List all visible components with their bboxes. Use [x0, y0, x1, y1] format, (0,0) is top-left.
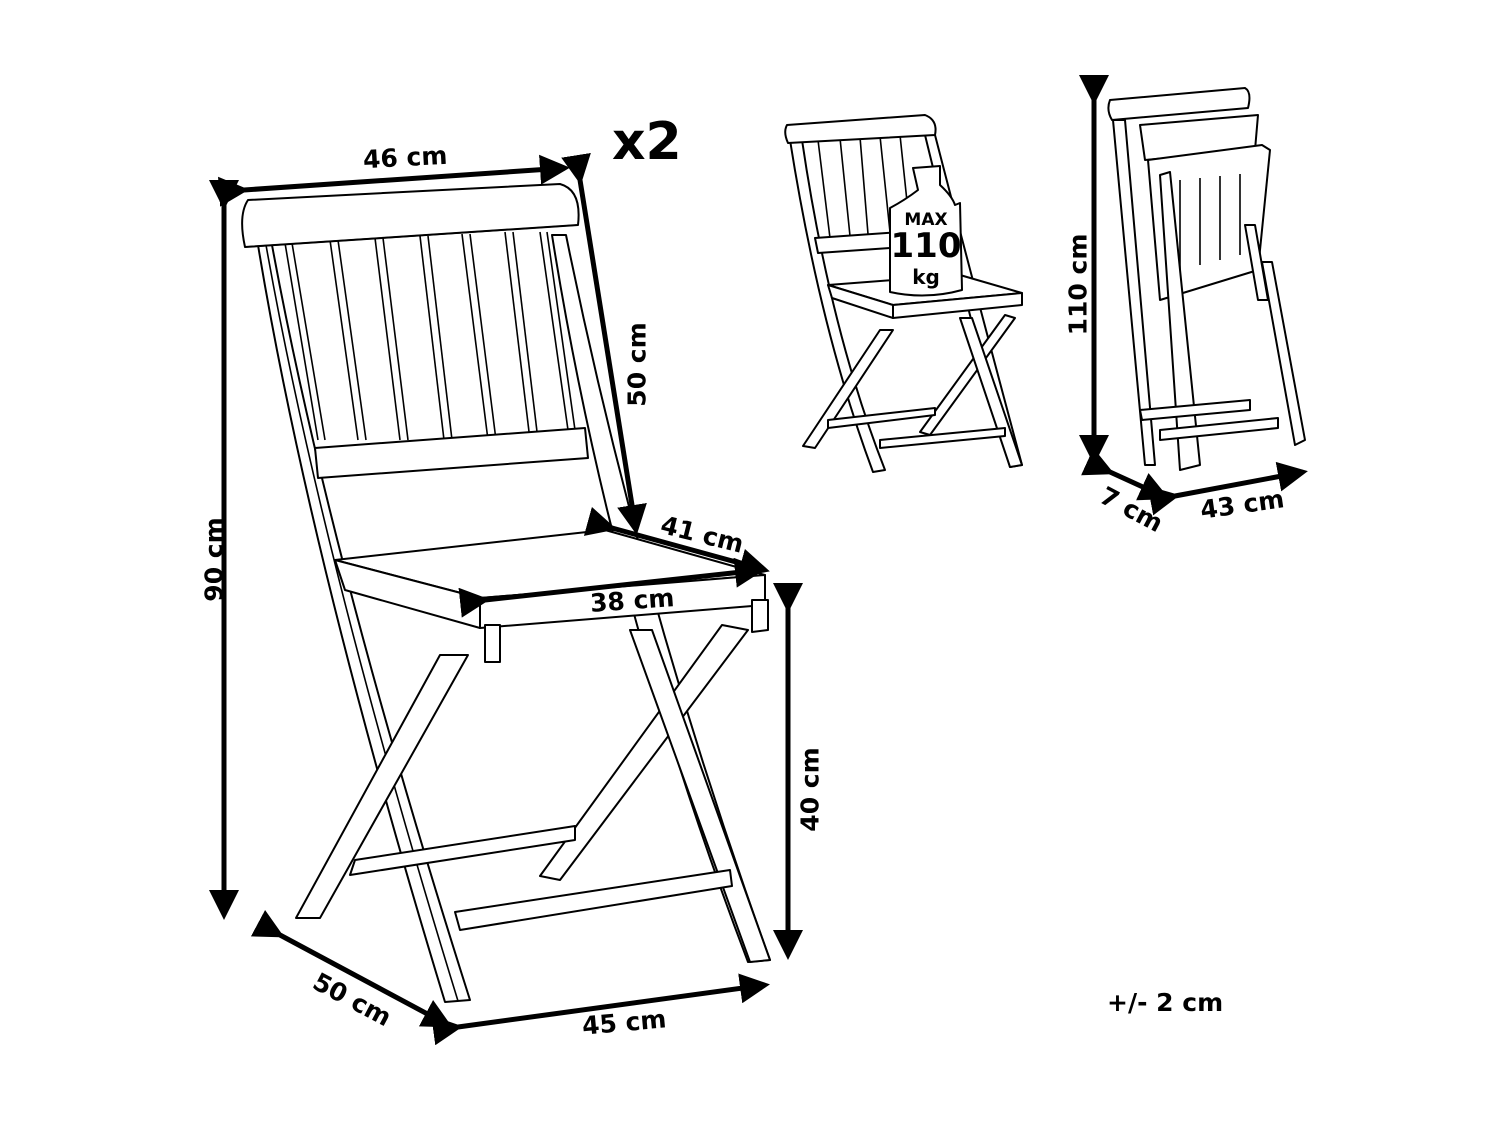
total-height-label: 90 cm	[199, 517, 229, 602]
weight-icon	[889, 165, 963, 297]
main-dimension-arrows	[209, 152, 803, 1046]
folded-chair-drawing	[1107, 87, 1306, 471]
backrest-height-label: 50 cm	[622, 322, 652, 407]
folded-dimension-arrows	[1079, 75, 1308, 516]
folded-height-label: 110 cm	[1063, 233, 1093, 336]
weight-max-label: MAX	[904, 210, 948, 230]
quantity-label: x2	[612, 112, 682, 172]
weight-unit-label: kg	[912, 265, 940, 289]
main-chair-drawing	[241, 183, 771, 1003]
load-chair-drawing	[784, 114, 1023, 473]
seat-width-label: 38 cm	[589, 583, 676, 618]
seat-height-label: 40 cm	[795, 747, 825, 832]
weight-value-label: 110	[890, 226, 962, 266]
tolerance-label: +/- 2 cm	[1107, 988, 1224, 1017]
backrest-width-label: 46 cm	[362, 140, 449, 175]
